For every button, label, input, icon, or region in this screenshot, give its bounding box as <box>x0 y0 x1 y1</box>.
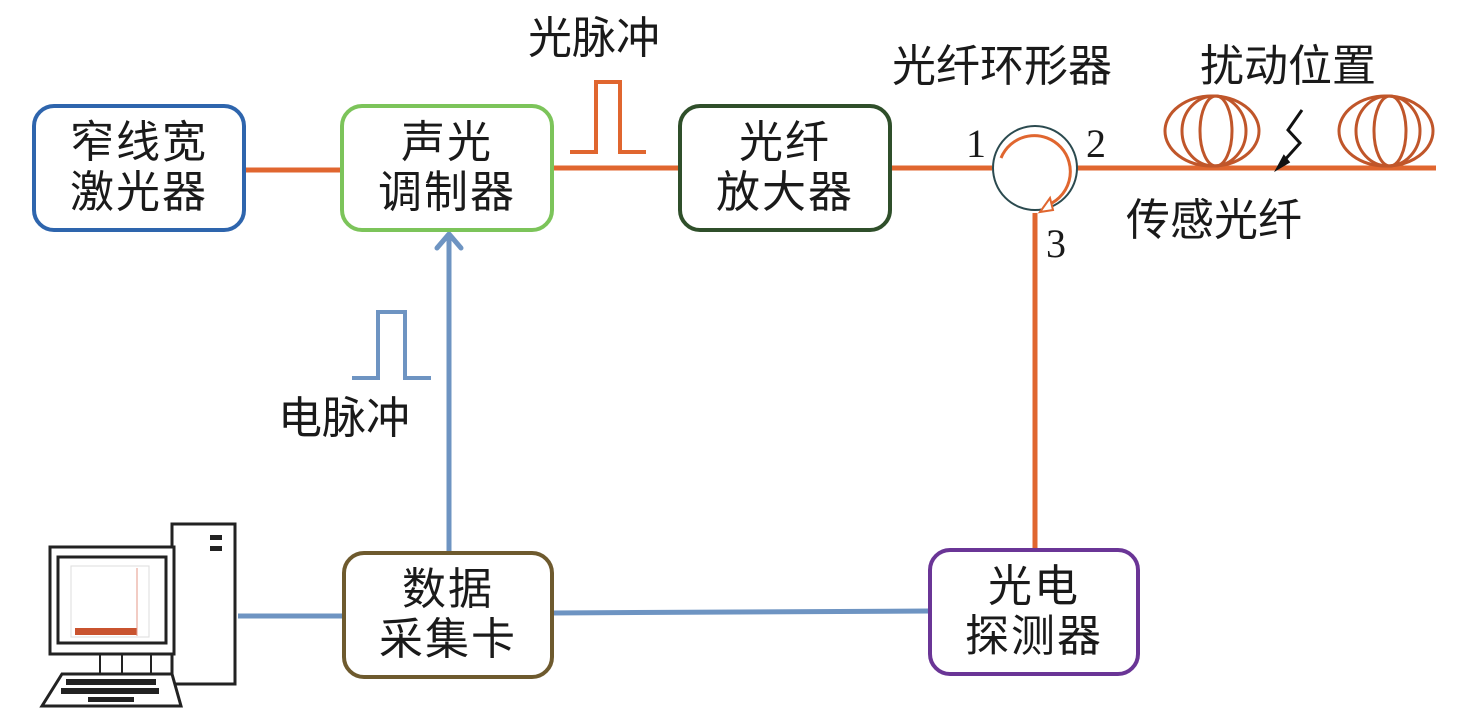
optical-pulse-icon <box>570 80 646 154</box>
detector-label-line1: 光电 <box>988 561 1080 612</box>
daq-label-line2: 采集卡 <box>379 614 517 665</box>
data-acquisition-card-box: 数据 采集卡 <box>342 551 554 679</box>
daq-label-line1: 数据 <box>402 564 494 615</box>
electrical-pulse-icon <box>352 310 431 380</box>
fiber-coil-right-icon <box>1337 94 1435 168</box>
electrical-line-daq-detector <box>551 608 931 616</box>
circulator-icon <box>992 125 1078 214</box>
sensing-fiber-label: 传感光纤 <box>1126 195 1302 246</box>
arrow-head-icon <box>434 231 464 251</box>
electrical-pulse-label: 电脉冲 <box>278 393 410 444</box>
disturbance-arrow-icon <box>1274 109 1304 173</box>
amplifier-label-line1: 光纤 <box>739 117 831 168</box>
circulator-label: 光纤环形器 <box>892 41 1112 92</box>
optical-pulse-label: 光脉冲 <box>528 13 660 64</box>
narrow-linewidth-laser-box: 窄线宽 激光器 <box>32 104 246 232</box>
circulator-port-1: 1 <box>966 121 986 166</box>
computer-icon <box>39 522 237 708</box>
circulator-port-3: 3 <box>1046 221 1066 266</box>
detector-label-line2: 探测器 <box>965 611 1103 662</box>
laser-label-line1: 窄线宽 <box>70 117 208 168</box>
laser-label-line2: 激光器 <box>70 167 208 218</box>
fiber-amplifier-box: 光纤 放大器 <box>678 104 892 232</box>
aom-label-line2: 调制器 <box>378 167 516 218</box>
disturbance-position-label: 扰动位置 <box>1200 41 1376 92</box>
photodetector-box: 光电 探测器 <box>928 548 1140 676</box>
aom-label-line1: 声光 <box>401 117 493 168</box>
fiber-coil-left-icon <box>1163 94 1261 168</box>
acousto-optic-modulator-box: 声光 调制器 <box>340 104 554 232</box>
circulator-port-2: 2 <box>1086 121 1106 166</box>
amplifier-label-line2: 放大器 <box>716 167 854 218</box>
